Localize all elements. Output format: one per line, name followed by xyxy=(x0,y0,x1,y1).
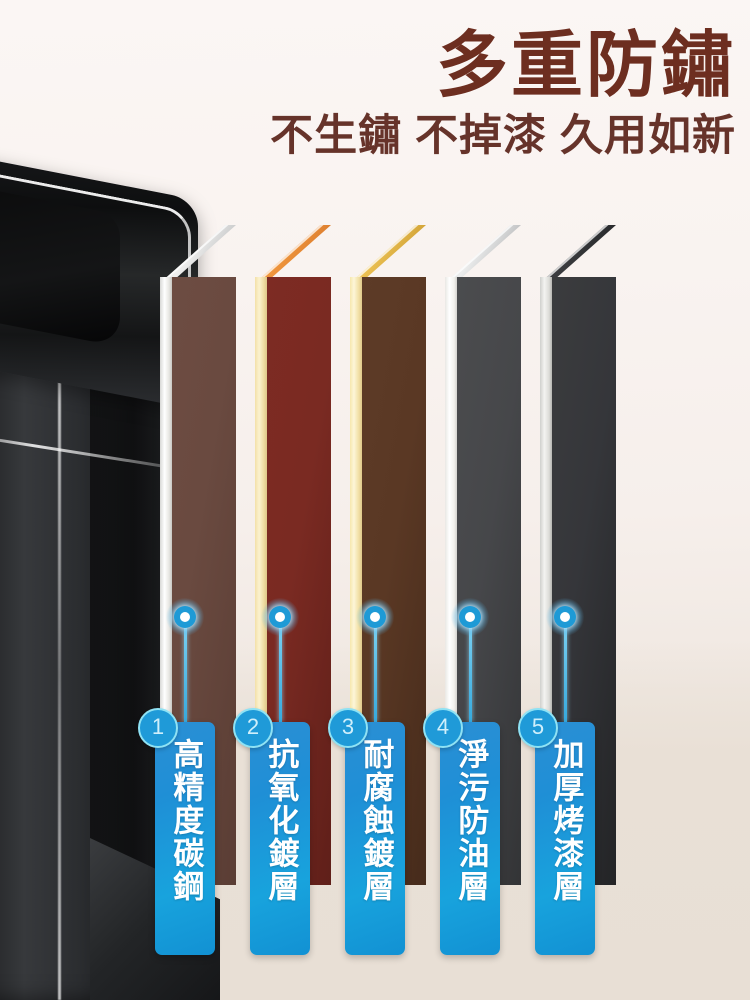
callout-3-stem xyxy=(373,617,377,722)
page-title: 多重防鏽 xyxy=(435,26,736,106)
callout-2-stem xyxy=(278,617,282,722)
layer-label-3: 耐腐蝕鍍層 xyxy=(358,738,394,903)
layer-badge-1[interactable]: 1 xyxy=(138,708,178,748)
callout-1-stem xyxy=(183,617,187,722)
layer-label-tag-2[interactable]: 抗氧化鍍層 xyxy=(250,722,310,955)
callout-5-dot-core xyxy=(560,612,570,622)
layer-label-5: 加厚烤漆層 xyxy=(548,738,584,903)
callout-4-dot-core xyxy=(465,612,475,622)
layer-badge-2[interactable]: 2 xyxy=(233,708,273,748)
callout-1-dot-core xyxy=(180,612,190,622)
callout-2-dot-core xyxy=(275,612,285,622)
layer-badge-5[interactable]: 5 xyxy=(518,708,558,748)
layer-label-tag-5[interactable]: 加厚烤漆層 xyxy=(535,722,595,955)
layer-label-tag-3[interactable]: 耐腐蝕鍍層 xyxy=(345,722,405,955)
layer-label-4: 淨污防油層 xyxy=(453,738,489,903)
callout-5-stem xyxy=(563,617,567,722)
callout-4-stem xyxy=(468,617,472,722)
page-subtitle: 不生鏽 不掉漆 久用如新 xyxy=(270,112,736,161)
headline-block: 多重防鏽 不生鏽 不掉漆 久用如新 xyxy=(270,26,736,161)
layer-badge-3[interactable]: 3 xyxy=(328,708,368,748)
layer-label-2: 抗氧化鍍層 xyxy=(263,738,299,903)
layer-badge-4[interactable]: 4 xyxy=(423,708,463,748)
layer-label-tag-4[interactable]: 淨污防油層 xyxy=(440,722,500,955)
callout-3-dot-core xyxy=(370,612,380,622)
layer-label-1: 高精度碳鋼 xyxy=(168,738,204,903)
layer-label-tag-1[interactable]: 高精度碳鋼 xyxy=(155,722,215,955)
